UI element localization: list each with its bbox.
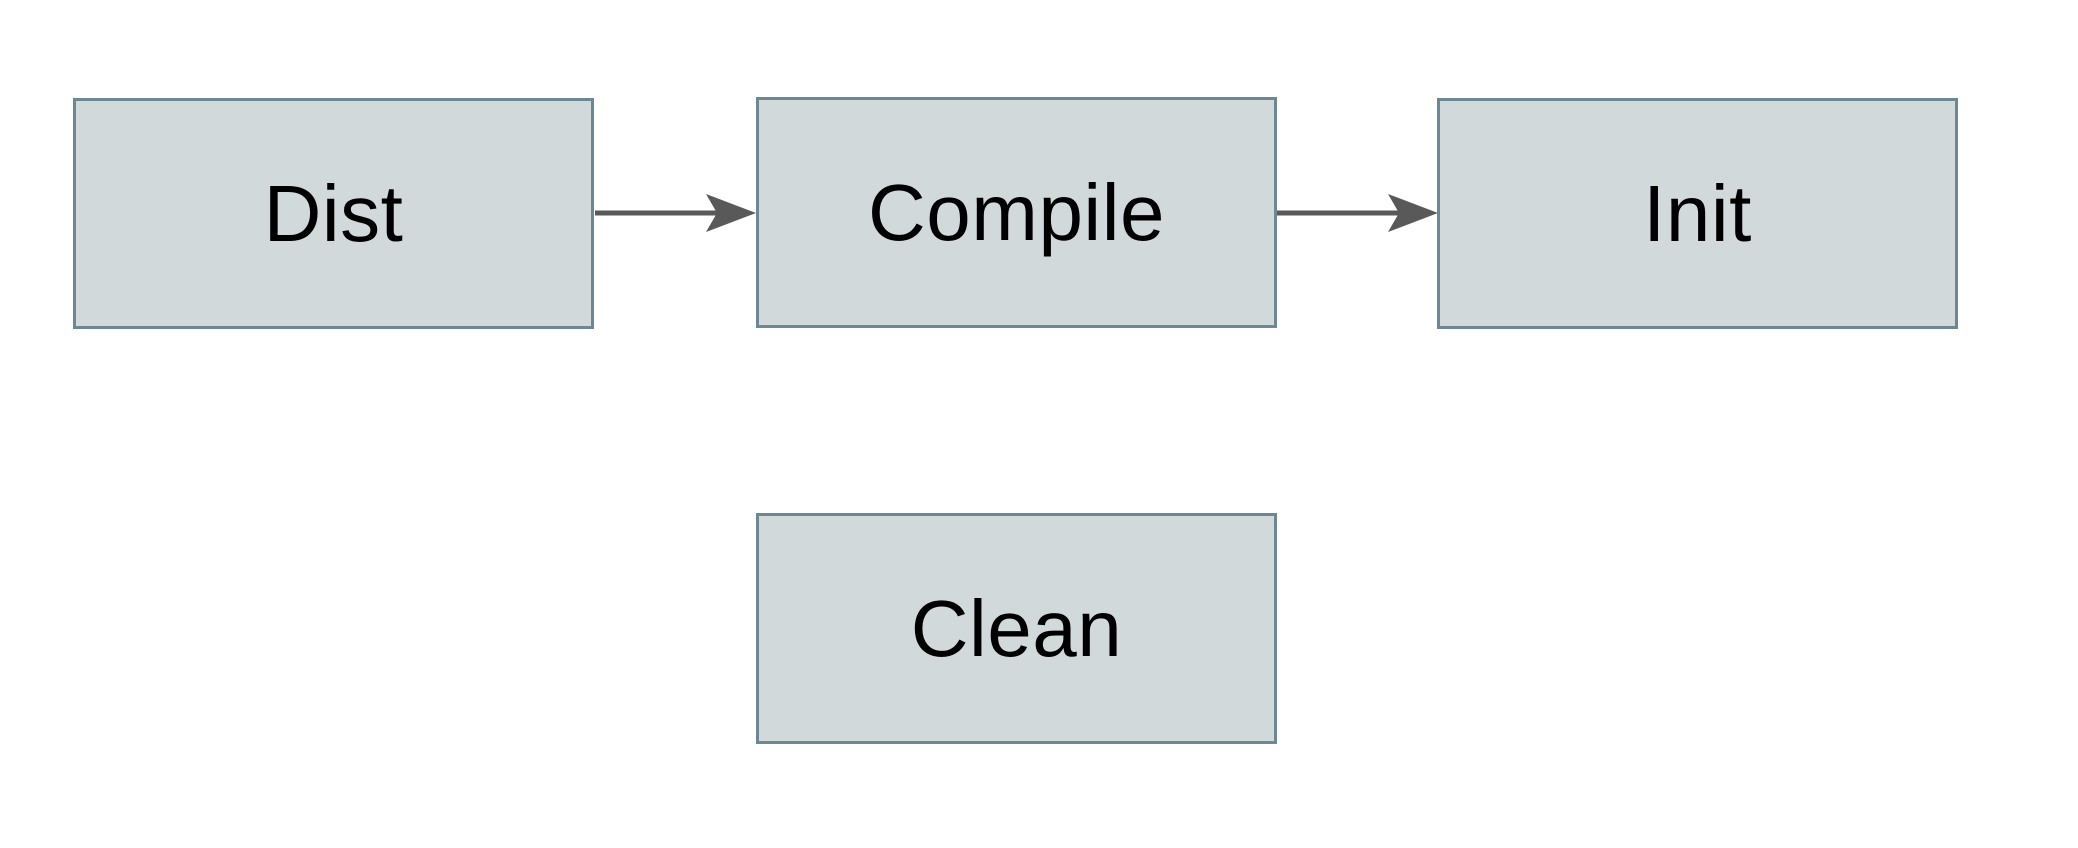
arrow-compile-to-init[interactable] bbox=[1277, 188, 1438, 238]
node-compile-label: Compile bbox=[868, 167, 1165, 257]
arrow-dist-to-compile[interactable] bbox=[595, 188, 756, 238]
node-compile[interactable]: Compile bbox=[756, 97, 1277, 328]
node-dist[interactable]: Dist bbox=[73, 98, 594, 329]
node-dist-label: Dist bbox=[263, 168, 404, 258]
arrow-right-icon bbox=[1277, 194, 1438, 232]
node-clean[interactable]: Clean bbox=[756, 513, 1277, 744]
node-clean-label: Clean bbox=[910, 583, 1123, 673]
node-init-label: Init bbox=[1643, 168, 1752, 258]
node-init[interactable]: Init bbox=[1437, 98, 1958, 329]
arrow-right-icon bbox=[595, 194, 756, 232]
